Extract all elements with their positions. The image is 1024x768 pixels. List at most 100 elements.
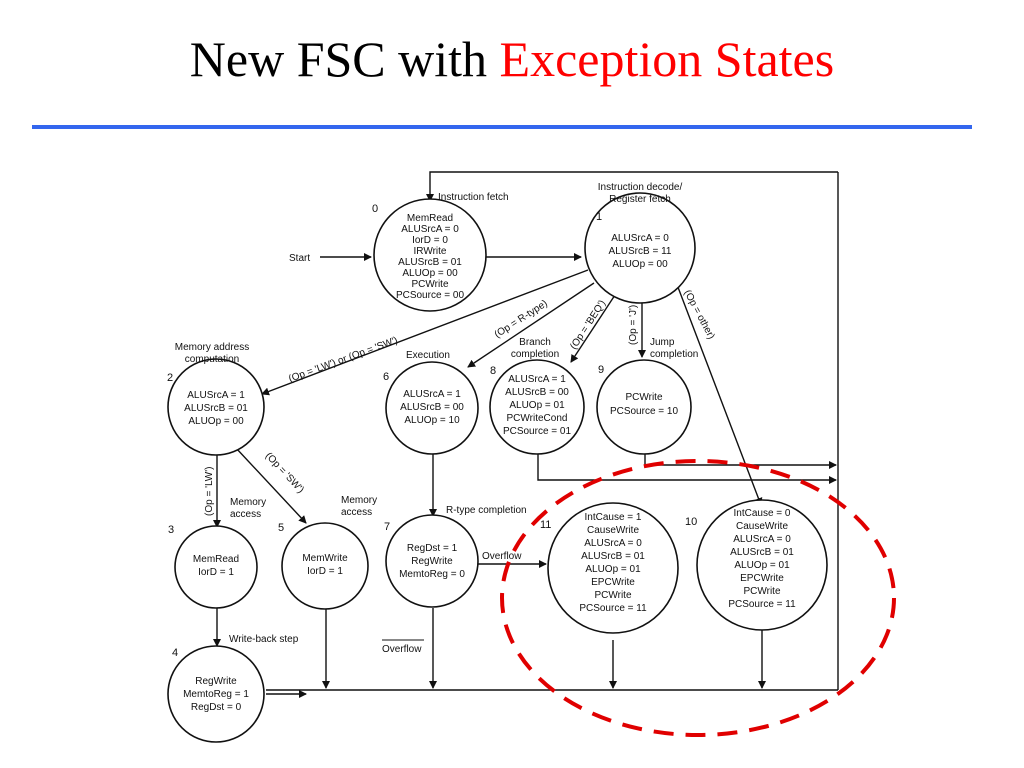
state-11-line: ALUSrcA = 0 xyxy=(584,538,642,549)
state-4-line: RegWrite xyxy=(195,676,237,687)
label-memory-access-right-1: Memory xyxy=(341,495,377,506)
label-decode-2: Register fetch xyxy=(609,194,671,205)
state-0: 0 MemRead ALUSrcA = 0 IorD = 0 IRWrite A… xyxy=(372,198,487,312)
state-8-number: 8 xyxy=(490,365,496,377)
label-decode-1: Instruction decode/ xyxy=(598,182,683,193)
state-11-line: PCWrite xyxy=(594,590,631,601)
state-6-line: ALUSrcA = 1 xyxy=(403,389,461,400)
edge-return-loop xyxy=(426,171,838,202)
state-8-line: ALUOp = 01 xyxy=(509,400,565,411)
label-branch-1: Branch xyxy=(519,337,551,348)
exception-highlight-oval xyxy=(500,459,896,737)
edge-1-2 xyxy=(261,269,589,396)
label-op-beq: (Op = 'BEQ') xyxy=(568,298,608,351)
state-0-line: IorD = 0 xyxy=(412,235,448,246)
state-6-line: ALUSrcB = 00 xyxy=(400,402,464,413)
state-1-line: ALUSrcA = 0 xyxy=(611,233,669,244)
state-11: 11 IntCause = 1 CauseWrite ALUSrcA = 0 A… xyxy=(540,502,679,634)
state-1-number: 1 xyxy=(596,211,602,223)
state-8-line: ALUSrcA = 1 xyxy=(508,374,566,385)
state-5-number: 5 xyxy=(278,522,284,534)
state-11-line: IntCause = 1 xyxy=(585,512,642,523)
state-0-line: ALUSrcB = 01 xyxy=(398,257,462,268)
slide-title: New FSC with Exception States xyxy=(0,30,1024,88)
edge-1-6 xyxy=(467,282,595,368)
state-2: 2 ALUSrcA = 1 ALUSrcB = 01 ALUOp = 00 xyxy=(167,358,265,456)
state-10-line: EPCWrite xyxy=(740,573,784,584)
label-rtype-completion: R-type completion xyxy=(446,505,527,516)
title-main: New FSC with xyxy=(189,31,500,87)
states: 0 MemRead ALUSrcA = 0 IorD = 0 IRWrite A… xyxy=(167,192,828,743)
state-6-line: ALUOp = 10 xyxy=(404,415,460,426)
label-execution: Execution xyxy=(406,350,450,361)
state-3-line: MemRead xyxy=(193,554,239,565)
state-7-number: 7 xyxy=(384,521,390,533)
state-5-line: IorD = 1 xyxy=(307,566,343,577)
state-3: 3 MemRead IorD = 1 xyxy=(168,524,258,609)
state-2-number: 2 xyxy=(167,372,173,384)
edge-8-bus xyxy=(537,452,837,484)
state-8-line: PCWriteCond xyxy=(507,413,568,424)
label-memory-access-right-2: access xyxy=(341,507,372,518)
state-2-line: ALUOp = 00 xyxy=(188,416,244,427)
title-highlight: Exception States xyxy=(499,31,835,87)
state-7-line: RegWrite xyxy=(411,556,453,567)
label-mem-addr-2: computation xyxy=(185,354,239,365)
state-10-line: PCSource = 11 xyxy=(728,599,796,610)
label-op-sw: (Op = 'SW') xyxy=(263,451,306,496)
state-11-line: ALUSrcB = 01 xyxy=(581,551,645,562)
state-10-number: 10 xyxy=(685,516,697,528)
state-10-line: ALUSrcB = 01 xyxy=(730,547,794,558)
state-10: 10 IntCause = 0 CauseWrite ALUSrcA = 0 A… xyxy=(685,499,828,631)
state-9: 9 PCWrite PCSource = 10 xyxy=(596,359,692,455)
state-0-number: 0 xyxy=(372,203,378,215)
edge-1-10 xyxy=(675,281,763,506)
state-9-number: 9 xyxy=(598,364,604,376)
title-underline xyxy=(32,125,972,129)
state-11-line: PCSource = 11 xyxy=(579,603,647,614)
label-op-other: (Op = other) xyxy=(681,288,716,341)
state-10-line: IntCause = 0 xyxy=(734,508,791,519)
label-write-back: Write-back step xyxy=(229,634,299,645)
state-2-line: ALUSrcB = 01 xyxy=(184,403,248,414)
edge-1-8 xyxy=(570,294,616,363)
label-op-rtype: (Op = R-type) xyxy=(493,298,550,340)
state-9-line: PCWrite xyxy=(625,392,662,403)
state-1-line: ALUSrcB = 11 xyxy=(609,246,672,257)
state-3-number: 3 xyxy=(168,524,174,536)
state-5-line: MemWrite xyxy=(302,553,348,564)
state-11-line: CauseWrite xyxy=(587,525,639,536)
state-8-line: PCSource = 01 xyxy=(503,426,572,437)
state-11-line: ALUOp = 01 xyxy=(585,564,641,575)
label-op-lw: (Op = 'LW') xyxy=(204,467,215,516)
state-4-line: RegDst = 0 xyxy=(191,702,242,713)
state-0-line: ALUOp = 00 xyxy=(402,268,458,279)
state-8-line: ALUSrcB = 00 xyxy=(505,387,569,398)
label-branch-2: completion xyxy=(511,349,559,360)
state-10-line: ALUSrcA = 0 xyxy=(733,534,791,545)
state-1: 1 ALUSrcA = 0 ALUSrcB = 11 ALUOp = 00 xyxy=(584,192,696,304)
state-0-line: PCSource = 00 xyxy=(396,290,465,301)
state-0-line: MemRead xyxy=(407,213,453,224)
state-7: 7 RegDst = 1 RegWrite MemtoReg = 0 xyxy=(384,514,479,608)
state-0-line: IRWrite xyxy=(414,246,447,257)
label-mem-addr-1: Memory address xyxy=(175,342,249,353)
label-jump-1: Jump xyxy=(650,337,675,348)
state-10-line: ALUOp = 01 xyxy=(734,560,790,571)
label-op-j: (Op = 'J') xyxy=(628,305,639,345)
state-4-number: 4 xyxy=(172,647,178,659)
state-7-line: RegDst = 1 xyxy=(407,543,458,554)
state-6: 6 ALUSrcA = 1 ALUSrcB = 00 ALUOp = 10 xyxy=(383,361,479,455)
label-memory-access-left-1: Memory xyxy=(230,497,266,508)
state-6-number: 6 xyxy=(383,371,389,383)
state-10-line: PCWrite xyxy=(743,586,780,597)
state-0-line: PCWrite xyxy=(411,279,448,290)
label-jump-2: completion xyxy=(650,349,698,360)
state-10-line: CauseWrite xyxy=(736,521,788,532)
label-overflow-bar: Overflow xyxy=(382,644,422,655)
state-4: 4 RegWrite MemtoReg = 1 RegDst = 0 xyxy=(167,645,265,743)
state-2-line: ALUSrcA = 1 xyxy=(187,390,245,401)
state-4-line: MemtoReg = 1 xyxy=(183,689,249,700)
edge-2-5 xyxy=(235,447,307,524)
